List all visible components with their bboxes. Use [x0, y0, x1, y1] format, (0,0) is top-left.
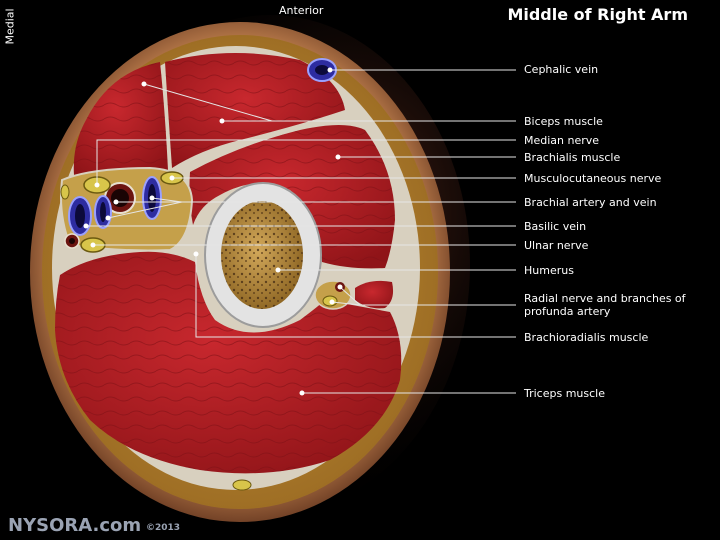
posterior-cutaneous-nerve-icon	[232, 479, 252, 491]
label-brachioradialis-muscle: Brachioradialis muscle	[524, 331, 649, 344]
radial-nerve-shape	[314, 280, 352, 310]
label-humerus: Humerus	[524, 264, 574, 277]
label-brachial-artery-vein: Brachial artery and vein	[524, 196, 657, 209]
diagram-title: Middle of Right Arm	[507, 5, 688, 24]
triceps-muscle-shape	[55, 251, 402, 474]
label-cephalic-vein: Cephalic vein	[524, 63, 599, 76]
label-musculocutaneous-nerve: Musculocutaneous nerve	[524, 172, 662, 185]
brand-logo-text: NYSORA.com	[8, 515, 142, 536]
brachioradialis-muscle-shape	[355, 280, 394, 309]
label-radial-nerve: Radial nerve and branches of	[524, 292, 686, 305]
label-ulnar-nerve: Ulnar nerve	[524, 239, 589, 252]
orientation-anterior: Anterior	[279, 4, 324, 17]
brachialis-muscle-shape	[189, 125, 395, 269]
label-triceps-muscle: Triceps muscle	[524, 387, 605, 400]
humerus-bone	[204, 182, 322, 328]
leader-lines	[86, 69, 516, 394]
label-basilic-vein: Basilic vein	[524, 220, 587, 233]
label-brachialis-muscle: Brachialis muscle	[524, 151, 621, 164]
label-biceps-muscle: Biceps muscle	[524, 115, 603, 128]
cephalic-vein-shape	[307, 58, 337, 82]
label-radial-nerve-line2: profunda artery	[524, 305, 611, 318]
label-median-nerve: Median nerve	[524, 134, 600, 147]
orientation-medial: Medial	[3, 8, 17, 45]
cutaneous-nerve-icon	[60, 184, 70, 200]
copyright-text: ©2013	[146, 523, 181, 533]
neurovascular-bundle	[60, 166, 194, 253]
leader-dots	[83, 67, 343, 396]
